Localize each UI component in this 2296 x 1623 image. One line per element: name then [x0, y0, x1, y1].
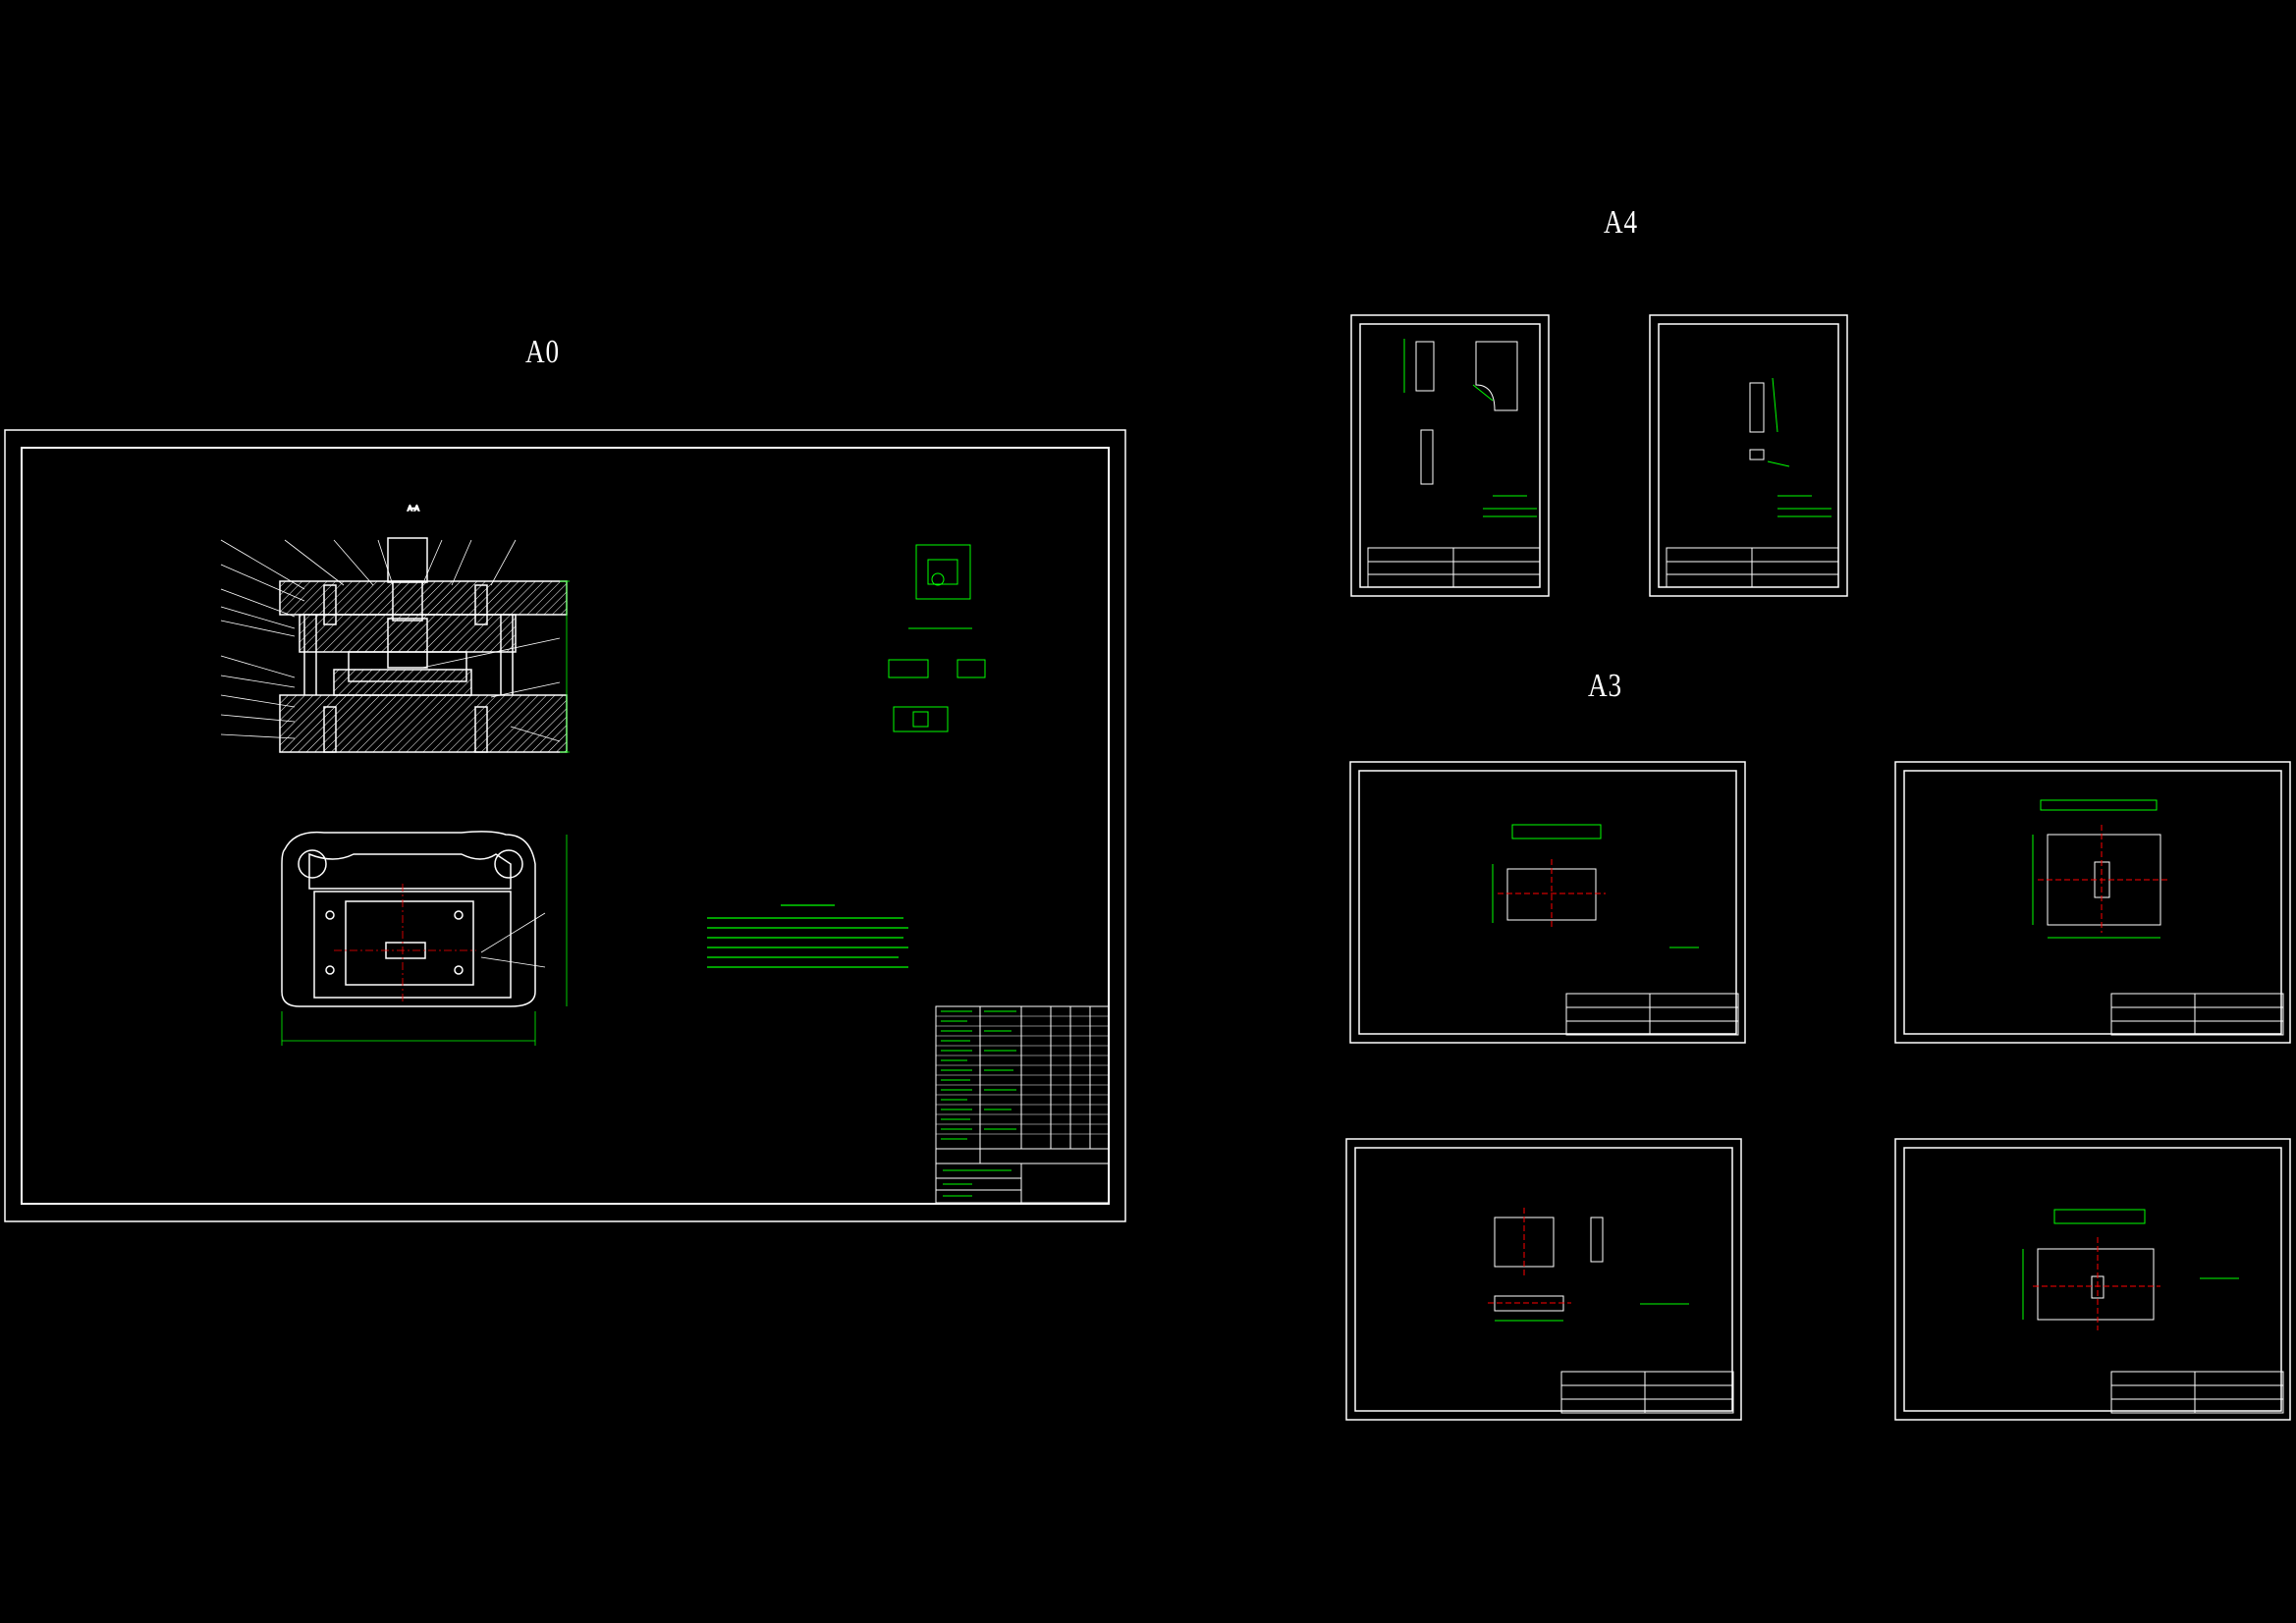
plan-dimensions: [281, 835, 568, 1046]
sheet-label-a3: A3: [1588, 668, 1622, 704]
section-dimensions: [560, 580, 570, 753]
a3-sheet-1[interactable]: [1349, 761, 1746, 1044]
die-plan-view: [281, 831, 546, 1007]
a4-sheet-2[interactable]: [1649, 314, 1848, 597]
sheet-label-a0: A0: [525, 334, 560, 370]
parts-list-rows: [936, 1015, 1109, 1135]
sheet-label-a4: A4: [1604, 204, 1638, 241]
a3-sheet-3[interactable]: [1345, 1138, 1742, 1421]
parts-list-text: [941, 1010, 1016, 1197]
svg-text:A-A: A-A: [408, 505, 419, 513]
technical-requirements: [707, 904, 908, 968]
a3-sheet-4[interactable]: [1894, 1138, 2291, 1421]
parts-list: [935, 1005, 1110, 1204]
part-detail-views: [888, 544, 986, 732]
section-leaders: [220, 539, 561, 742]
a0-sheet[interactable]: A-A: [4, 429, 1126, 1222]
a3-sheet-2[interactable]: [1894, 761, 2291, 1044]
a4-sheet-1[interactable]: [1350, 314, 1550, 597]
die-section-view: A-A: [279, 504, 568, 753]
plan-centerlines: [334, 884, 476, 1001]
